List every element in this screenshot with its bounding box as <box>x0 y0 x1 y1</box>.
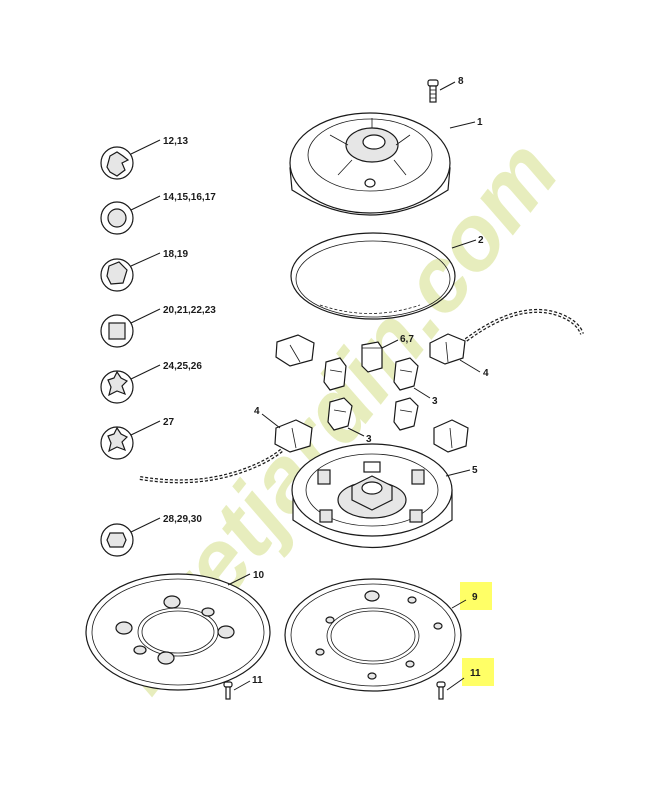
part-3-clip-1 <box>323 357 347 391</box>
line-type-icon-14-17: 14,15,16,17 <box>100 192 216 235</box>
line-type-label-28-30: 28,29,30 <box>163 514 202 525</box>
part-4-eyelet-right-top: 4 <box>429 333 489 379</box>
callout-9: 9 <box>472 592 478 603</box>
part-10-plate: 10 <box>85 570 271 691</box>
line-type-label-14-17: 14,15,16,17 <box>163 192 216 203</box>
part-11-screw-left: 11 <box>223 675 263 700</box>
part-5-housing: 5 <box>291 443 478 549</box>
part-3-clip-2: 3 <box>393 357 438 407</box>
callout-3-lower: 3 <box>366 434 372 445</box>
line-type-label-18-19: 18,19 <box>163 249 188 260</box>
part-9-plate: 9 <box>284 578 492 692</box>
line-type-label-20-23: 20,21,22,23 <box>163 305 216 316</box>
line-type-icon-24-26: 24,25,26 <box>100 361 202 404</box>
callout-4-left: 4 <box>254 406 260 417</box>
callout-3-right: 3 <box>432 396 438 407</box>
line-type-icon-27: 27 <box>100 417 175 460</box>
callout-11-left: 11 <box>252 675 263 686</box>
part-4-eyelet-right-lower <box>433 419 469 453</box>
part-2-ring: 2 <box>290 220 484 320</box>
line-type-label-24-26: 24,25,26 <box>163 361 202 372</box>
part-6-7-sleeve: 6,7 <box>361 334 414 373</box>
callout-11-highlight <box>462 658 494 686</box>
callout-8: 8 <box>458 76 464 87</box>
part-3-clip-3: 3 <box>327 397 372 445</box>
line-type-icons: 12,13 14,15,16,17 18,19 20,21,22,23 <box>100 136 216 557</box>
callout-2: 2 <box>478 235 484 246</box>
callout-4-right: 4 <box>483 368 489 379</box>
line-type-icon-18-19: 18,19 <box>100 249 188 292</box>
part-11-screw-right: 11 <box>436 658 494 700</box>
part-8-screw: 8 <box>427 76 464 103</box>
line-type-icon-28-30: 28,29,30 <box>100 514 202 557</box>
cutting-line-right <box>464 308 584 342</box>
line-type-icon-12-13: 12,13 <box>100 136 188 180</box>
line-type-icon-20-23: 20,21,22,23 <box>100 305 216 348</box>
callout-10: 10 <box>253 570 265 581</box>
callout-1: 1 <box>477 117 483 128</box>
part-4-eyelet-left-lower: 4 <box>254 406 313 453</box>
callout-6-7: 6,7 <box>400 334 414 345</box>
part-1-cover: 1 <box>289 112 483 216</box>
part-3-clip-4 <box>393 397 419 431</box>
callout-9-highlight <box>460 582 492 610</box>
callout-5: 5 <box>472 465 478 476</box>
cutting-line-left <box>139 448 284 484</box>
line-type-label-27: 27 <box>163 417 175 428</box>
callout-11-right: 11 <box>470 668 481 679</box>
line-type-label-12-13: 12,13 <box>163 136 188 147</box>
part-4-eyelet-left-top <box>275 334 315 367</box>
